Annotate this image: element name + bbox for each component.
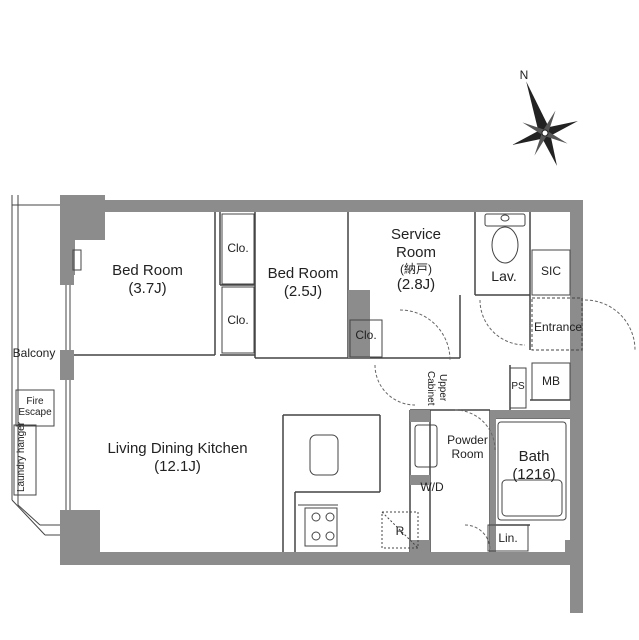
entrance-label: Entrance	[533, 320, 583, 334]
mb-label: MB	[542, 374, 560, 388]
bedroom-a-label: Bed Room (3.7J)	[112, 262, 183, 297]
bath-label: Bath (1216)	[512, 448, 556, 483]
powder-room-label: Powder Room	[447, 433, 488, 462]
bedroom-b-label: Bed Room (2.5J)	[267, 265, 339, 300]
windows	[65, 285, 71, 510]
refrigerator-label: R	[395, 524, 405, 538]
interior-pillars	[348, 290, 570, 552]
ps-label: PS	[511, 381, 525, 392]
closet-label-2: Clo.	[227, 313, 249, 327]
refrigerator	[381, 511, 419, 549]
linen-label: Lin.	[498, 531, 518, 545]
wd-label: W/D	[420, 480, 444, 494]
laundry-hanger-label: Laundry hanger	[16, 421, 27, 492]
fire-escape-label: Fire Escape	[18, 396, 52, 418]
kitchen-counter	[298, 434, 339, 547]
ldk-label: Living Dining Kitchen (12.1J)	[107, 440, 248, 475]
closet-label-1: Clo.	[227, 241, 249, 255]
sic-label: SIC	[540, 264, 561, 278]
outer-walls	[60, 195, 583, 613]
utility-boxes	[487, 249, 583, 552]
toilet-fixture	[484, 213, 526, 264]
closet-label-3: Clo.	[355, 328, 377, 342]
sink-fixture	[414, 424, 438, 468]
lav-label: Lav.	[491, 268, 517, 284]
balcony-label: Balcony	[12, 346, 56, 360]
service-room-label: Service Room (納戸) (2.8J)	[390, 226, 442, 294]
laundry-hanger-icon	[72, 249, 82, 271]
closets	[221, 213, 383, 358]
compass-north-label: N	[519, 68, 529, 82]
compass-rose	[512, 81, 578, 166]
door-swings	[374, 299, 636, 551]
balcony-area	[11, 195, 60, 536]
bathtub	[497, 421, 567, 521]
